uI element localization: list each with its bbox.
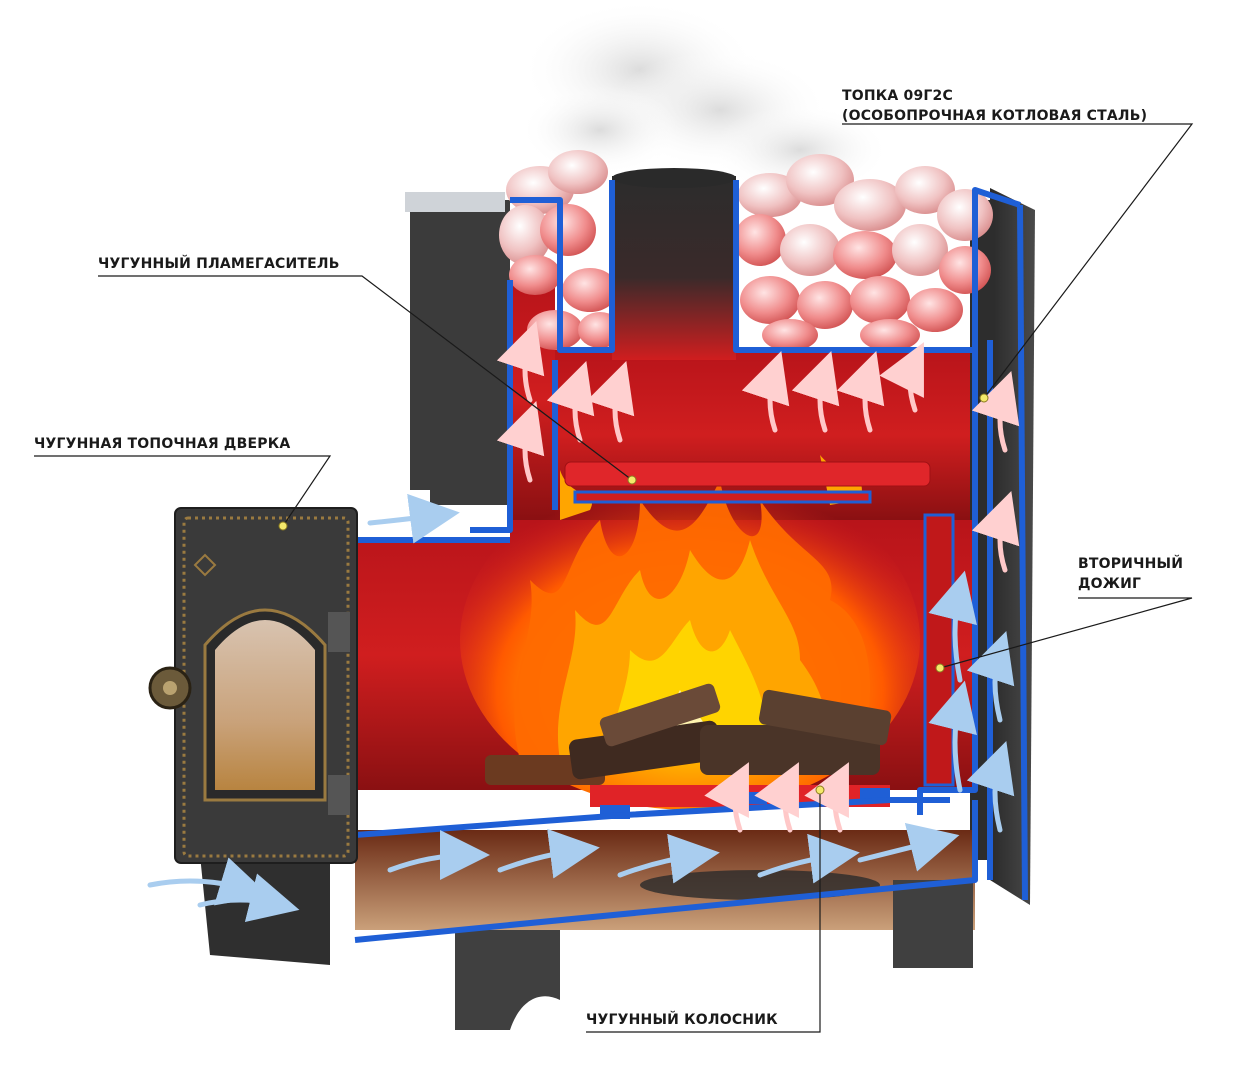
stove-legs	[455, 880, 973, 1030]
label-secondary-burn: ВТОРИЧНЫЙ ДОЖИГ	[1078, 554, 1183, 594]
label-grate: ЧУГУННЫЙ КОЛОСНИК	[586, 1010, 778, 1030]
label-secondary-burn-line1: ВТОРИЧНЫЙ	[1078, 556, 1184, 572]
callout-dots	[278, 393, 989, 795]
label-flame-suppressor-text: ЧУГУННЫЙ ПЛАМЕГАСИТЕЛЬ	[98, 256, 340, 272]
label-firebox-steel-line2: (ОСОБОПРОЧНАЯ КОТЛОВАЯ СТАЛЬ)	[842, 108, 1148, 124]
hot-air-arrows	[496, 321, 1020, 833]
secondary-burn-channel	[923, 513, 955, 787]
steam-cloud	[520, 0, 890, 195]
label-firebox-door: ЧУГУННАЯ ТОПОЧНАЯ ДВЕРКА	[34, 434, 290, 454]
label-firebox-steel-line1: ТОПКА 09Г2С	[842, 88, 953, 104]
firebox-door	[148, 507, 358, 965]
label-firebox-door-text: ЧУГУННАЯ ТОПОЧНАЯ ДВЕРКА	[34, 436, 291, 452]
label-secondary-burn-line2: ДОЖИГ	[1078, 576, 1142, 592]
air-flow-arrows	[147, 493, 1015, 922]
chimney-pipe	[612, 168, 736, 360]
label-grate-text: ЧУГУННЫЙ КОЛОСНИК	[586, 1012, 778, 1028]
label-firebox-steel: ТОПКА 09Г2С (ОСОБОПРОЧНАЯ КОТЛОВАЯ СТАЛЬ…	[842, 86, 1147, 126]
ash-chamber	[355, 830, 975, 930]
flame-suppressor	[564, 461, 931, 504]
label-flame-suppressor: ЧУГУННЫЙ ПЛАМЕГАСИТЕЛЬ	[98, 254, 340, 274]
callout-lines	[34, 123, 1194, 1033]
